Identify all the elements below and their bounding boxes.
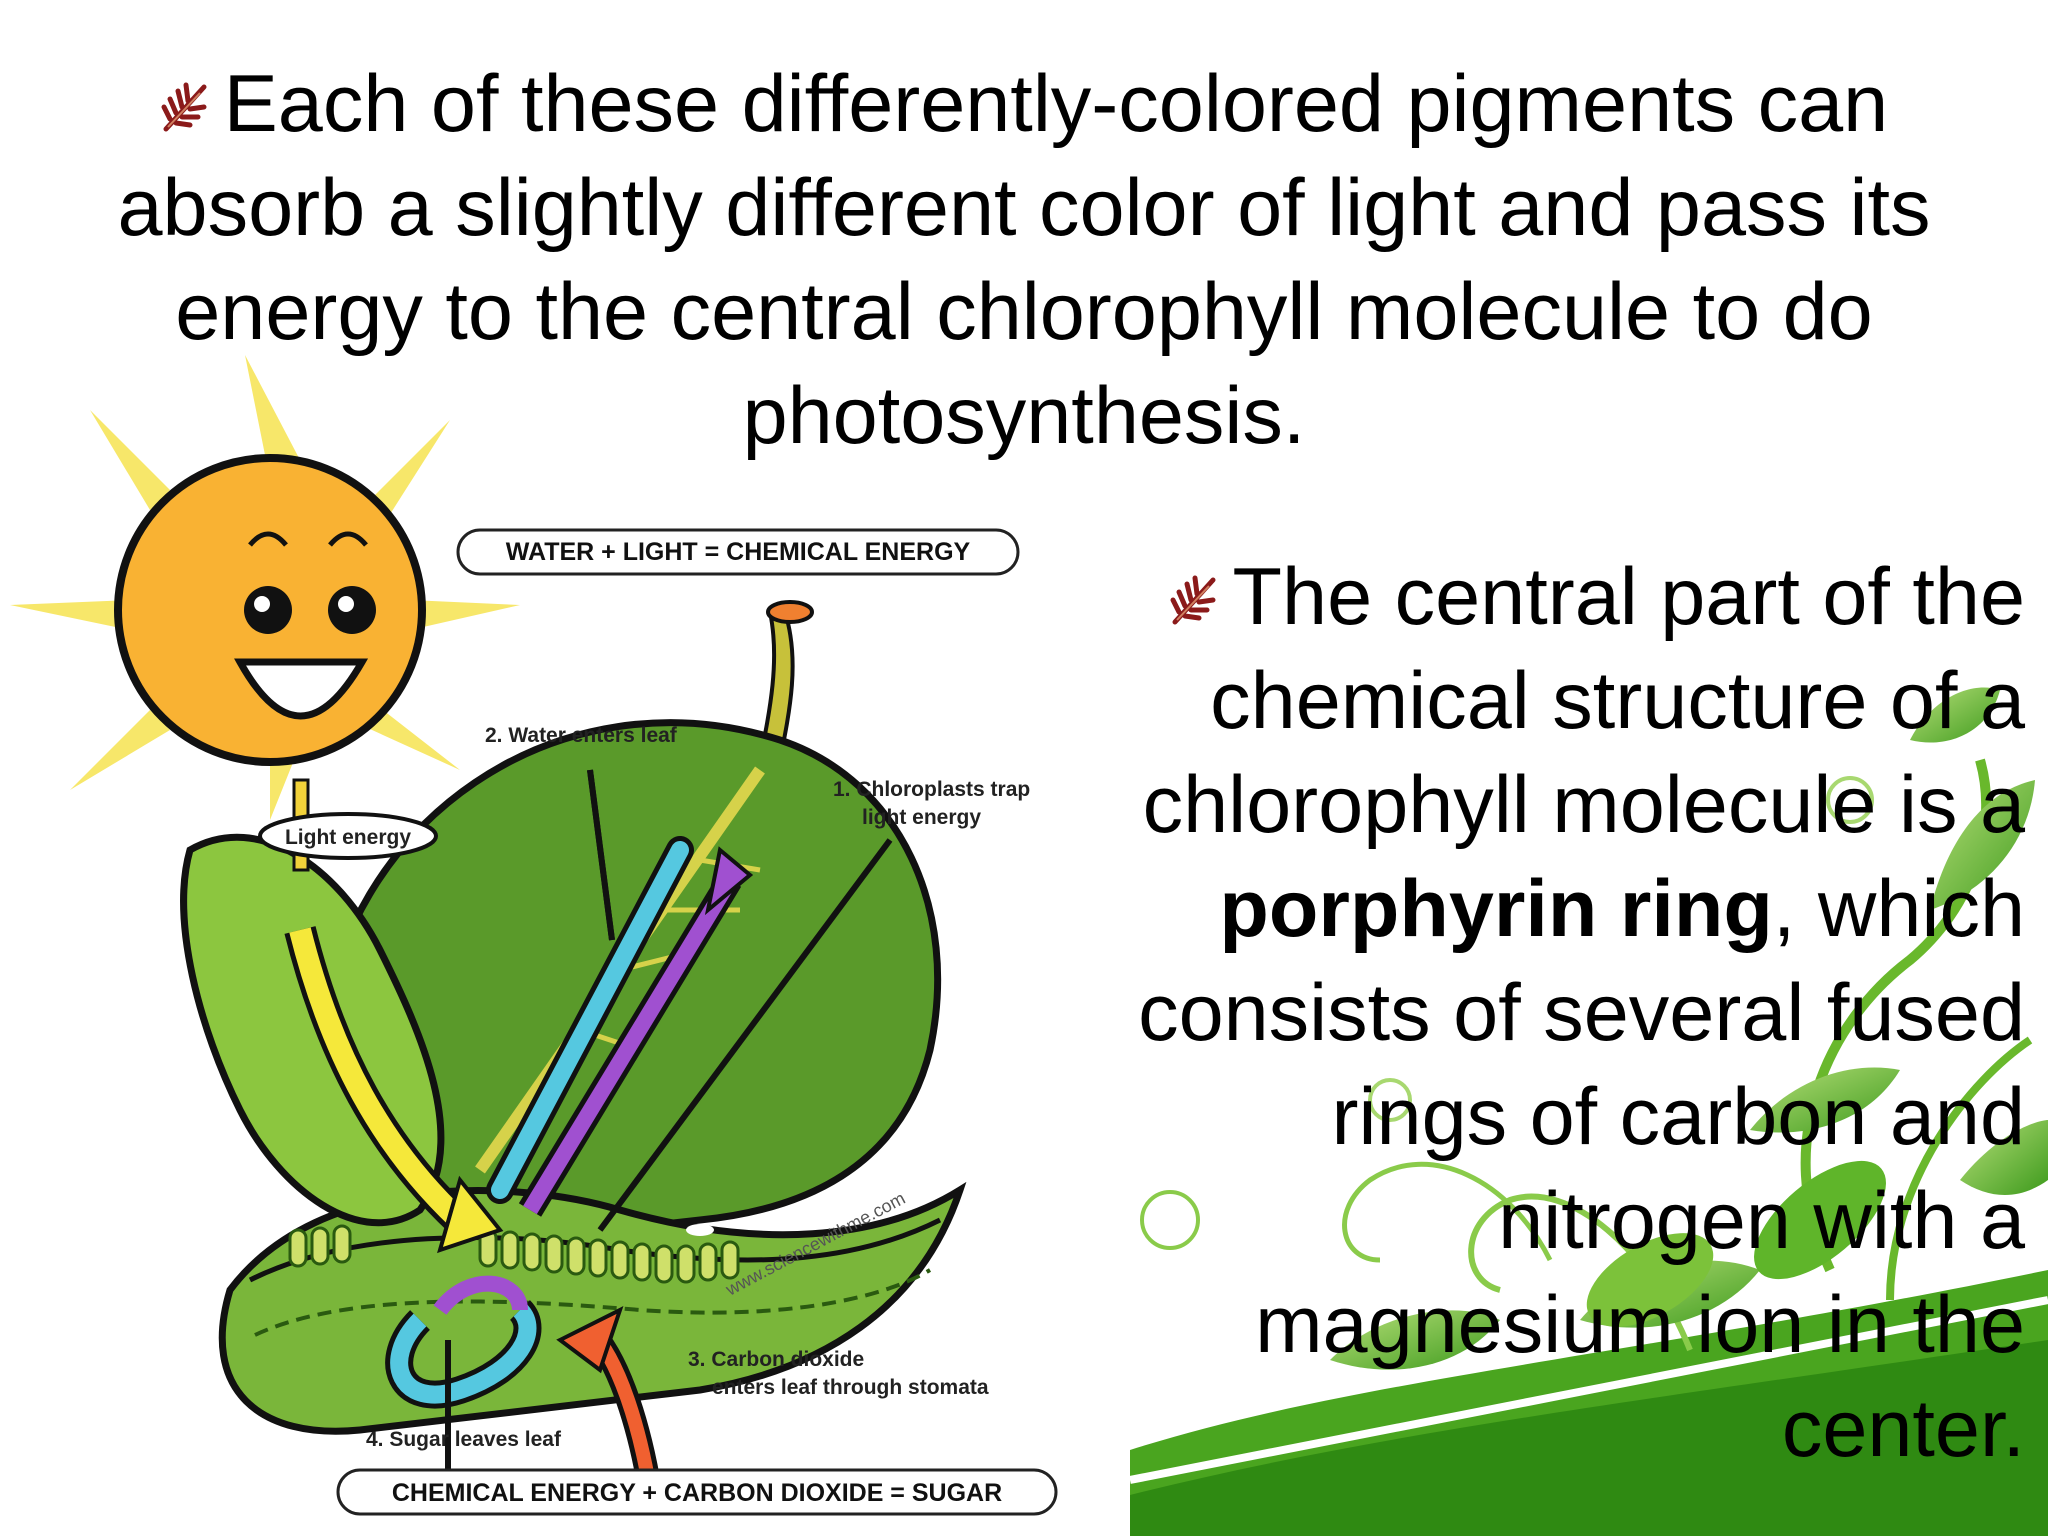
bottom-equation-text: CHEMICAL ENERGY + CARBON DIOXIDE = SUGAR xyxy=(392,1479,1002,1507)
body-bold-term: porphyrin ring xyxy=(1219,864,1773,954)
photosynthesis-diagram: WATER + LIGHT = CHEMICAL ENERGY xyxy=(10,355,1058,1516)
body-text-after: , which consists of several fused rings … xyxy=(1138,864,2025,1474)
light-energy-pill: Light energy xyxy=(258,812,438,860)
title-text: Each of these differently-colored pigmen… xyxy=(117,59,1931,461)
label-chloroplasts-1: 1. Chloroplasts trap xyxy=(833,778,1030,801)
label-water: 2. Water enters leaf xyxy=(485,724,678,747)
leaf-bullet-icon xyxy=(1170,575,1216,625)
leaf-back xyxy=(316,719,942,1254)
palisade-cells xyxy=(288,1224,740,1284)
leaf-bullet-icon xyxy=(161,82,207,132)
label-sugar: 4. Sugar leaves leaf xyxy=(366,1428,562,1451)
label-co2-1: 3. Carbon dioxide xyxy=(688,1348,864,1371)
body-paragraph: The central part of the chemical structu… xyxy=(1080,545,2025,1481)
label-chloroplasts-2: light energy xyxy=(862,806,981,829)
vine-decoration xyxy=(1130,687,2048,1536)
body-text-before: The central part of the chemical structu… xyxy=(1142,552,2025,850)
top-equation-text: WATER + LIGHT = CHEMICAL ENERGY xyxy=(506,538,971,566)
label-co2-2: enters leaf through stomata xyxy=(712,1376,989,1399)
bottom-equation-pill: CHEMICAL ENERGY + CARBON DIOXIDE = SUGAR xyxy=(336,1468,1058,1516)
slide-title: Each of these differently-colored pigmen… xyxy=(40,52,2008,468)
sun-icon xyxy=(114,454,426,766)
top-equation-pill: WATER + LIGHT = CHEMICAL ENERGY xyxy=(456,528,1020,576)
light-energy-text: Light energy xyxy=(285,826,411,849)
